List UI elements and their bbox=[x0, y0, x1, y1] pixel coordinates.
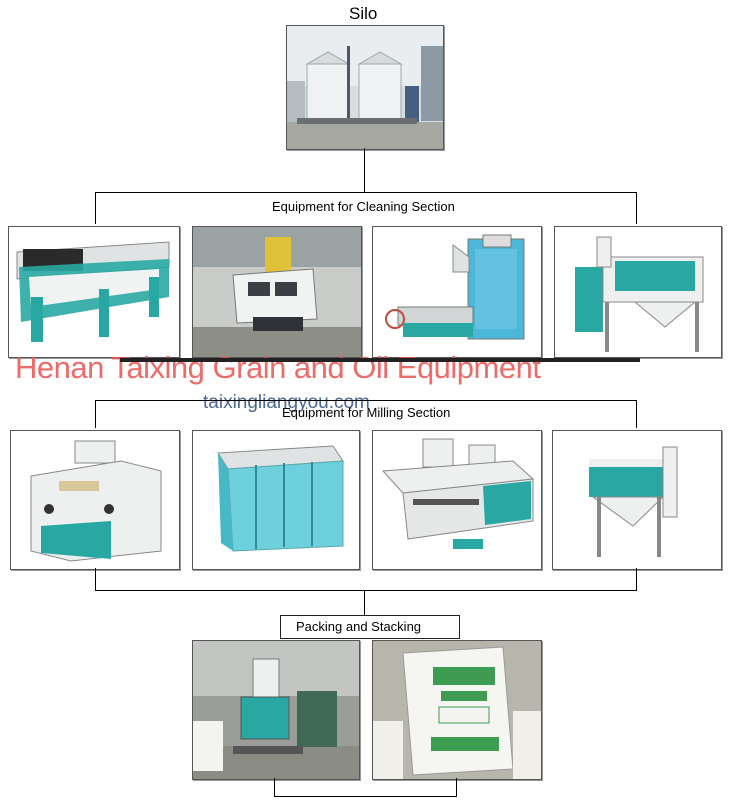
milling-machine-photo-4 bbox=[552, 430, 722, 570]
cleaning-machine-photo-1 bbox=[8, 226, 180, 358]
connector-line bbox=[95, 192, 96, 224]
milling-section-label: Equipment for Milling Section bbox=[282, 405, 450, 420]
connector-line bbox=[95, 192, 637, 193]
milling-machine-photo-2 bbox=[192, 430, 360, 570]
connector-line bbox=[95, 400, 637, 401]
connector-line bbox=[274, 796, 457, 797]
connector-line bbox=[364, 148, 365, 192]
connector-line bbox=[95, 568, 96, 590]
cleaning-section-label: Equipment for Cleaning Section bbox=[272, 199, 455, 214]
watermark-underline bbox=[120, 358, 640, 362]
connector-line bbox=[636, 568, 637, 590]
connector-line bbox=[636, 400, 637, 428]
connector-line bbox=[364, 590, 365, 616]
connector-line bbox=[456, 778, 457, 796]
watermark-company: Henan Taixing Grain and Oil Equipment bbox=[15, 350, 540, 386]
flour-bags-photo bbox=[372, 640, 542, 780]
cleaning-machine-photo-4 bbox=[554, 226, 722, 358]
packing-machine-photo bbox=[192, 640, 360, 780]
connector-line bbox=[274, 778, 275, 796]
connector-line bbox=[95, 400, 96, 428]
cleaning-machine-photo-2 bbox=[192, 226, 362, 358]
connector-line bbox=[95, 590, 637, 591]
packing-section-label: Packing and Stacking bbox=[296, 619, 421, 634]
silo-photo bbox=[286, 25, 444, 150]
milling-machine-photo-3 bbox=[372, 430, 542, 570]
cleaning-machine-photo-3 bbox=[372, 226, 542, 358]
milling-machine-photo-1 bbox=[10, 430, 180, 570]
silo-title: Silo bbox=[349, 4, 377, 24]
connector-line bbox=[636, 192, 637, 224]
